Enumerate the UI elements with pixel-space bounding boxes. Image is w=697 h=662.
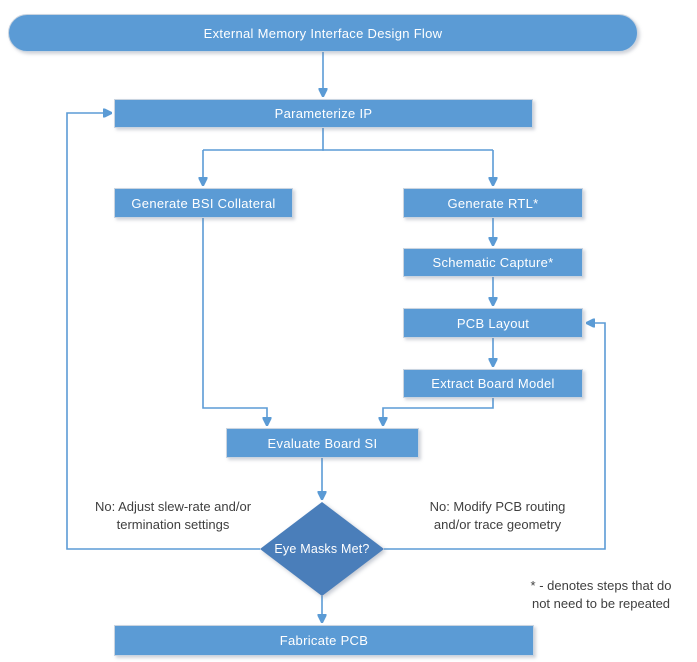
annotation-no-right-line1: No: Modify PCB routing bbox=[429, 499, 566, 514]
node-generate-bsi-collateral-label: Generate BSI Collateral bbox=[131, 195, 276, 211]
node-start: External Memory Interface Design Flow bbox=[8, 14, 638, 52]
node-generate-bsi-collateral: Generate BSI Collateral bbox=[114, 188, 293, 218]
node-evaluate-board-si-label: Evaluate Board SI bbox=[267, 435, 378, 451]
node-fabricate-pcb-label: Fabricate PCB bbox=[279, 633, 369, 648]
node-start-label: External Memory Interface Design Flow bbox=[203, 25, 443, 41]
node-generate-rtl: Generate RTL* bbox=[403, 188, 583, 218]
node-decision-eye-masks-met: Eye Masks Met? bbox=[260, 502, 384, 596]
annotation-no-left-line1: No: Adjust slew-rate and/or bbox=[94, 499, 252, 514]
node-generate-rtl-label: Generate RTL* bbox=[447, 195, 539, 211]
node-decision-label: Eye Masks Met? bbox=[274, 542, 370, 556]
node-schematic-capture: Schematic Capture* bbox=[403, 248, 583, 277]
node-evaluate-board-si: Evaluate Board SI bbox=[226, 428, 419, 458]
annotation-no-adjust-slew-rate: No: Adjust slew-rate and/or termination … bbox=[83, 498, 263, 534]
node-fabricate-pcb: Fabricate PCB bbox=[114, 625, 534, 656]
node-extract-board-model-label: Extract Board Model bbox=[431, 376, 555, 391]
node-parameterize-ip: Parameterize IP bbox=[114, 99, 533, 128]
annotation-no-modify-pcb-routing: No: Modify PCB routing and/or trace geom… bbox=[415, 498, 580, 534]
connector-extract-to-evaluate bbox=[383, 398, 494, 425]
node-schematic-capture-label: Schematic Capture* bbox=[432, 255, 554, 270]
connector-no-loop-left-to-parameterize bbox=[66, 113, 260, 550]
node-pcb-layout: PCB Layout bbox=[403, 308, 583, 338]
node-parameterize-ip-label: Parameterize IP bbox=[274, 106, 373, 121]
annotation-no-right-line2: and/or trace geometry bbox=[433, 517, 562, 532]
node-pcb-layout-label: PCB Layout bbox=[456, 315, 530, 331]
annotation-footnote-line1: * - denotes steps that do bbox=[530, 578, 672, 593]
annotation-no-left-line2: termination settings bbox=[116, 517, 230, 532]
annotation-footnote-line2: not need to be repeated bbox=[531, 596, 671, 611]
annotation-asterisk-footnote: * - denotes steps that do not need to be… bbox=[505, 577, 697, 613]
connector-bsi-to-evaluate bbox=[202, 218, 267, 425]
decision-diamond-shape: Eye Masks Met? bbox=[260, 502, 384, 596]
node-extract-board-model: Extract Board Model bbox=[403, 369, 583, 398]
